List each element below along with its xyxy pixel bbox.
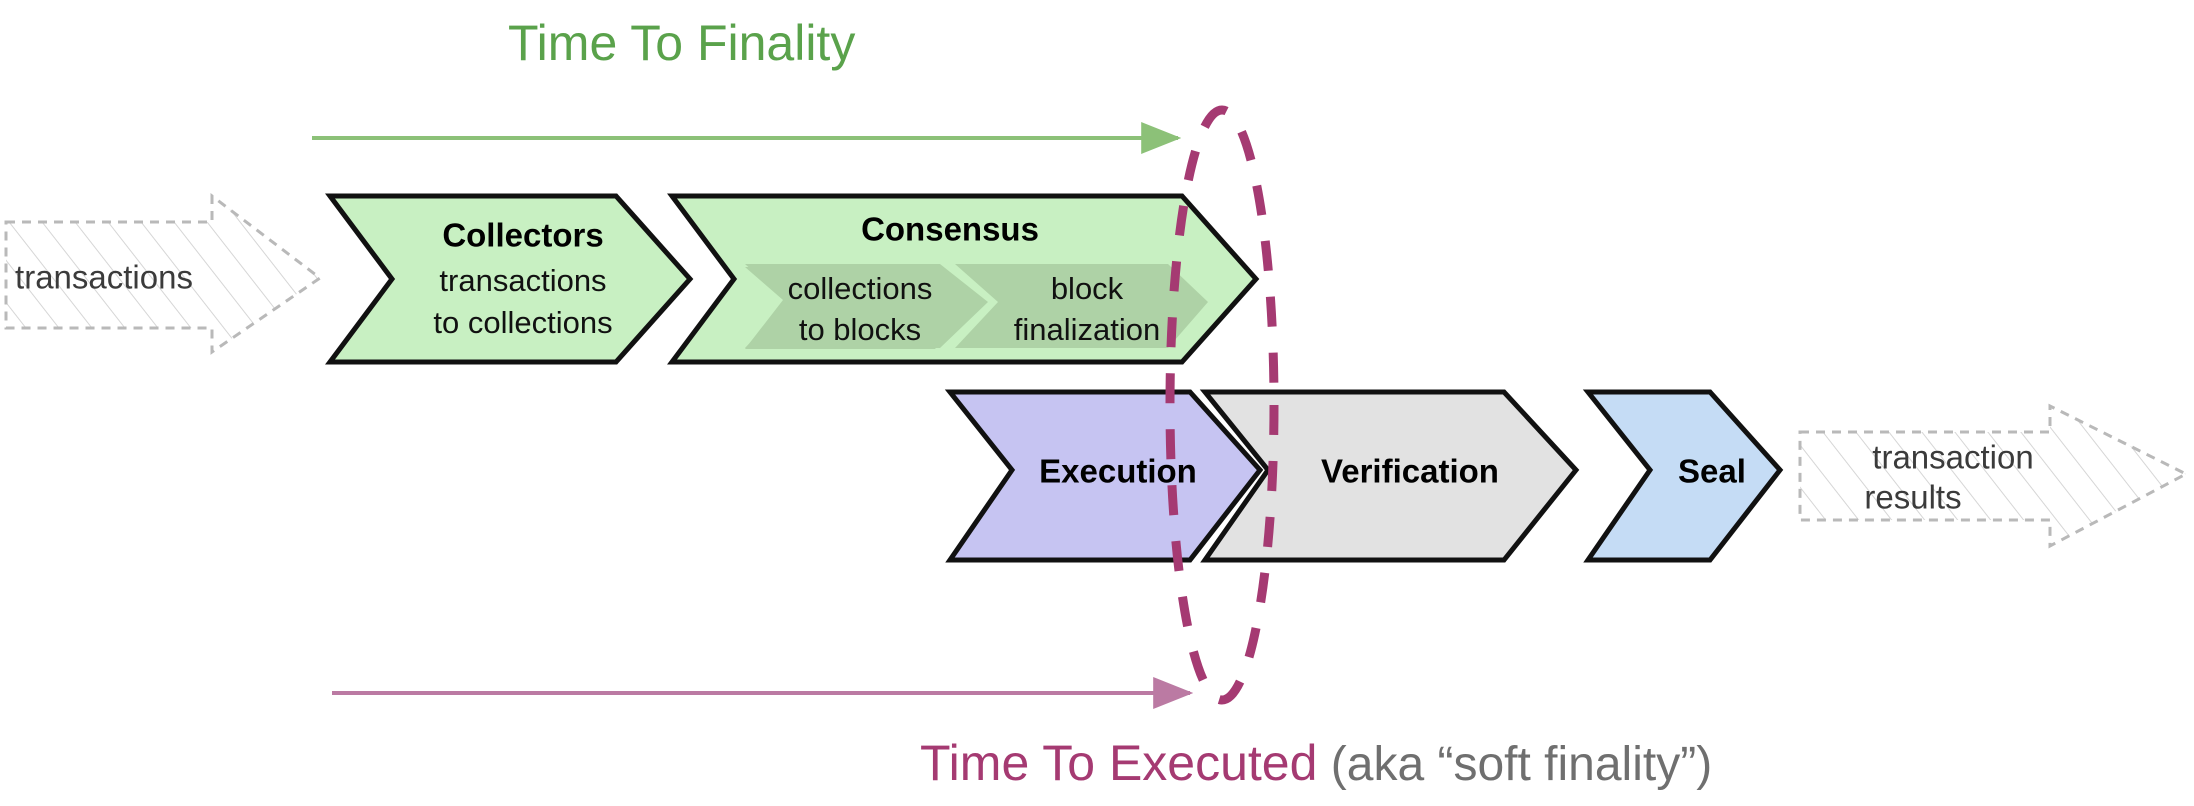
substage-collections-to-blocks[interactable]: collections to blocks [745, 264, 988, 349]
verification-chevron-shape [1199, 389, 1580, 563]
collectors-title: Collectors [442, 217, 603, 254]
time-to-executed-suffix: (aka “soft finality”) [1317, 738, 1712, 791]
stage-execution[interactable]: Execution [944, 389, 1264, 563]
collections-to-blocks-line2: to blocks [799, 312, 921, 347]
block-finalization-shape [955, 264, 1208, 348]
transaction-results-label-line2: results [1864, 479, 1961, 516]
execution-chevron-shape [944, 389, 1264, 563]
consensus-title: Consensus [861, 211, 1039, 248]
ghost-arrow-shape [4, 192, 323, 355]
stage-verification[interactable]: Verification [1199, 389, 1580, 563]
substage-block-finalization[interactable]: block finalization [955, 264, 1208, 348]
transactions-input-label: transactions [15, 259, 193, 296]
block-finalization-line1: block [1051, 271, 1124, 306]
stage-collectors[interactable]: Collectors transactions to collections [325, 193, 694, 365]
time-to-finality-title: Time To Finality [508, 15, 855, 71]
collections-to-blocks-shape-b [745, 264, 988, 348]
collectors-subtitle-line2: to collections [433, 305, 612, 340]
block-finalization-line2: finalization [1014, 312, 1160, 347]
transaction-results-output-arrow: transaction results [1798, 403, 2190, 549]
time-to-executed-title-group: Time To Executed (aka “soft finality”) [920, 735, 1712, 791]
stage-seal[interactable]: Seal [1582, 389, 1784, 563]
ghost-output-arrow-shape [1798, 403, 2190, 549]
seal-title: Seal [1678, 453, 1746, 490]
transactions-input-arrow: transactions [4, 192, 323, 355]
collections-to-blocks-line1: collections [788, 271, 933, 306]
transaction-results-label-line1: transaction [1872, 439, 2033, 476]
time-to-executed-title: Time To Executed [920, 735, 1317, 791]
collectors-subtitle-line1: transactions [439, 263, 606, 298]
stage-consensus[interactable]: Consensus collections to blocks block fi… [667, 193, 1260, 365]
seal-chevron-shape [1582, 389, 1784, 563]
collectors-chevron-shape [325, 193, 694, 365]
finality-boundary-ellipse [1165, 105, 1279, 705]
verification-title: Verification [1321, 453, 1499, 490]
